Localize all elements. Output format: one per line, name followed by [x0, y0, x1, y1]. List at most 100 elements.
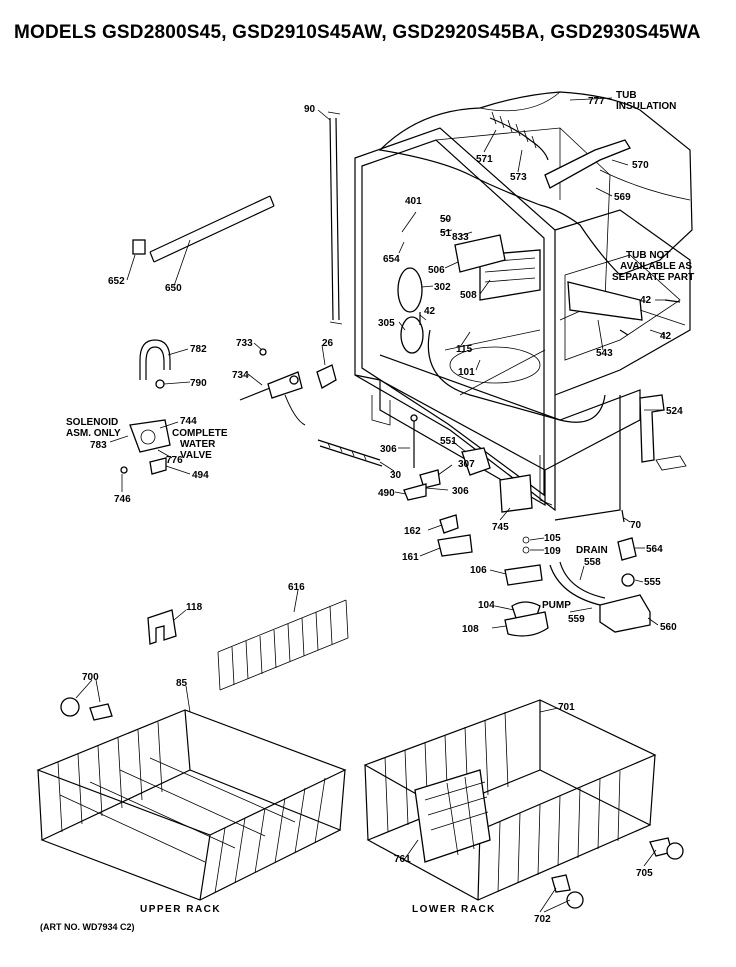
rail-stop [132, 239, 146, 255]
label-745: 745 [492, 522, 509, 533]
label-777: 777 [588, 96, 605, 107]
label-42-b: 42 [640, 295, 652, 306]
label-551: 551 [440, 436, 457, 447]
label-702: 702 [534, 914, 551, 925]
cup-shelf [217, 599, 349, 691]
label-701: 701 [558, 702, 575, 713]
fill-switch [499, 474, 533, 513]
label-543: 543 [596, 348, 613, 359]
label-101: 101 [458, 367, 475, 378]
label-85: 85 [176, 678, 188, 689]
label-776: 776 [166, 455, 183, 466]
inlet-valve [461, 447, 491, 476]
label-571: 571 [476, 154, 493, 165]
label-761: 761 [394, 854, 411, 865]
label-569: 569 [614, 192, 631, 203]
rack-rail [149, 195, 275, 263]
label-558: 558 [584, 557, 601, 568]
upper-rack [36, 709, 347, 901]
label-782: 782 [190, 344, 207, 355]
pump-mount [437, 534, 473, 557]
label-650: 650 [165, 283, 182, 294]
art-number: (ART NO. WD7934 C2) [40, 922, 135, 932]
pump-housing [599, 594, 651, 633]
label-90: 90 [304, 104, 316, 115]
fill-hose [139, 339, 171, 380]
rack-accessories [60, 599, 349, 721]
label-26: 26 [322, 338, 334, 349]
label-524: 524 [666, 406, 683, 417]
label-744: 744 [180, 416, 197, 427]
label-783: 783 [90, 440, 107, 451]
label-573: 573 [510, 172, 527, 183]
pump-parts [403, 394, 687, 637]
label-733: 733 [236, 338, 253, 349]
silverware-basket [414, 769, 491, 863]
label-42-c: 42 [660, 331, 672, 342]
upper-rack-caption: UPPER RACK [140, 904, 221, 915]
tub-assembly [354, 91, 693, 521]
label-616: 616 [288, 582, 305, 593]
label-106: 106 [470, 565, 487, 576]
label-307: 307 [458, 459, 475, 470]
door-latch [639, 394, 665, 463]
heater-element [427, 329, 606, 423]
label-570: 570 [632, 160, 649, 171]
label-700: 700 [82, 672, 99, 683]
part-number-labels: 777 TUB INSULATION 90 571 573 570 569 40… [40, 90, 694, 932]
label-506: 506 [428, 265, 445, 276]
door-seal [329, 117, 334, 321]
tub-bracket [544, 139, 631, 189]
tub-vent-hose [489, 117, 549, 161]
note-tub-insulation-2: INSULATION [616, 101, 676, 112]
detergent-dispenser [454, 234, 506, 273]
diagram-title: MODELS GSD2800S45, GSD2910S45AW, GSD2920… [14, 22, 701, 43]
note-drain: DRAIN [576, 545, 608, 556]
label-490: 490 [378, 488, 395, 499]
label-654: 654 [383, 254, 400, 265]
label-105: 105 [544, 533, 561, 544]
label-305: 305 [378, 318, 395, 329]
note-tub-insulation-1: TUB [616, 90, 637, 101]
water-valve [129, 419, 171, 453]
note-tub-not-available-3: SEPARATE PART [612, 272, 694, 283]
label-555: 555 [644, 577, 661, 588]
note-complete-valve-2: WATER [180, 439, 216, 450]
label-564: 564 [646, 544, 663, 555]
label-118: 118 [186, 602, 203, 613]
label-494: 494 [192, 470, 209, 481]
lower-rack-caption: LOWER RACK [412, 904, 496, 915]
label-302: 302 [434, 282, 451, 293]
label-70: 70 [630, 520, 642, 531]
label-306-a: 306 [380, 444, 397, 455]
label-508: 508 [460, 290, 477, 301]
label-790: 790 [190, 378, 207, 389]
label-705: 705 [636, 868, 653, 879]
label-401: 401 [405, 196, 422, 207]
note-solenoid-1: SOLENOID [66, 417, 118, 428]
label-104: 104 [478, 600, 495, 611]
note-tub-not-available-1: TUB NOT [626, 250, 670, 261]
tub-base-frame [354, 354, 641, 471]
note-pump: PUMP [542, 600, 571, 611]
leader-lines [75, 97, 666, 913]
label-833: 833 [452, 232, 469, 243]
label-559: 559 [568, 614, 585, 625]
label-162: 162 [404, 526, 421, 537]
lower-rack [363, 699, 684, 909]
shelf-clip [147, 609, 177, 645]
label-50: 50 [440, 214, 452, 225]
note-solenoid-2: ASM. ONLY [66, 428, 121, 439]
label-108: 108 [462, 624, 479, 635]
label-109: 109 [544, 546, 561, 557]
note-complete-valve-1: COMPLETE [172, 428, 228, 439]
drain-hose [549, 561, 606, 606]
label-652: 652 [108, 276, 125, 287]
note-complete-valve-3: VALVE [180, 450, 212, 461]
label-746: 746 [114, 494, 131, 505]
label-51: 51 [440, 228, 452, 239]
note-tub-not-available-2: AVAILABLE AS [620, 261, 692, 272]
label-115: 115 [456, 344, 473, 355]
label-734: 734 [232, 370, 249, 381]
